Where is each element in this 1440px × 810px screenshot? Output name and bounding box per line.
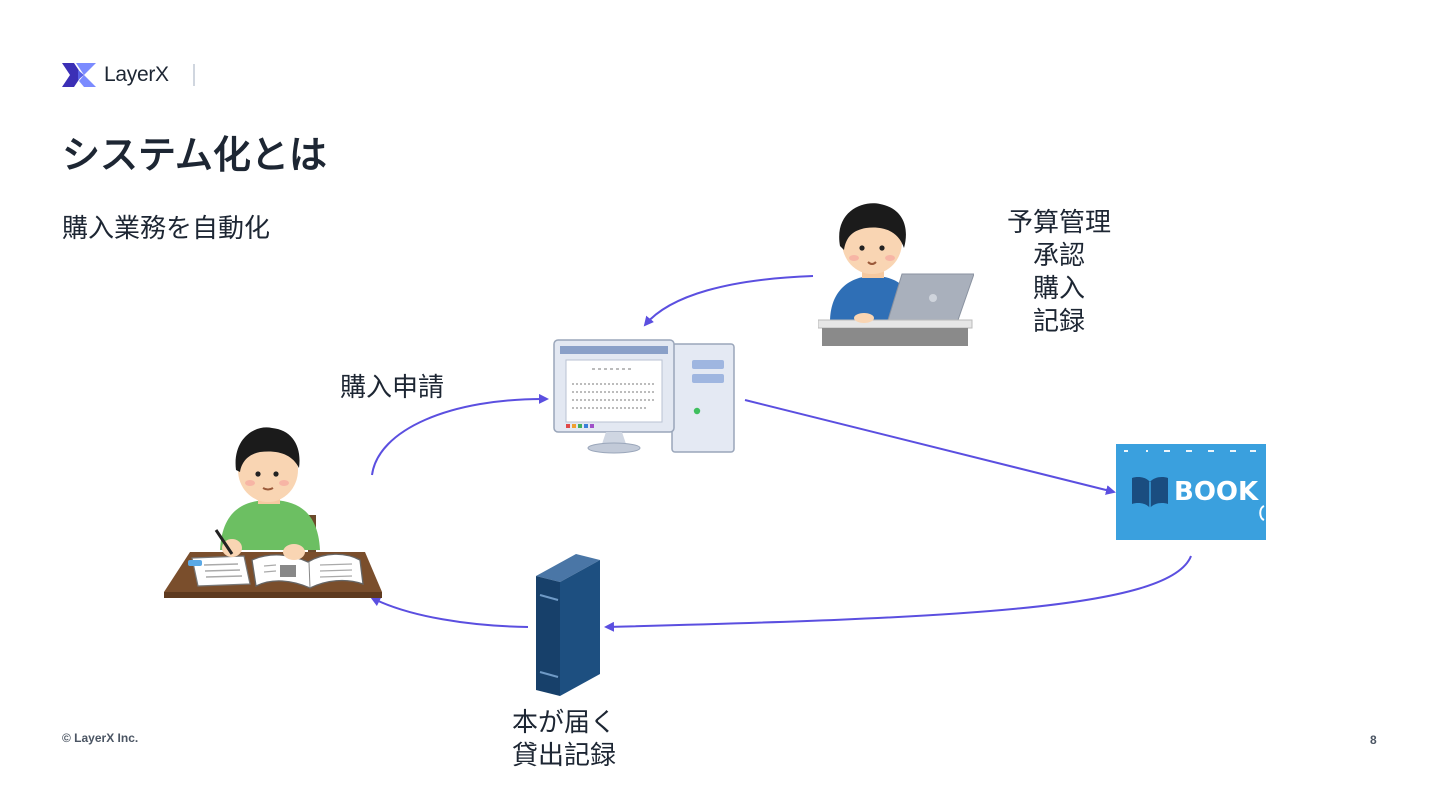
page-title: システム化とは [62,133,327,177]
page-subtitle: 購入業務を自動化 [62,214,271,244]
brand-header: LayerX [62,60,195,90]
layerx-logo-icon [62,63,96,87]
arrow-book-to-student [370,597,529,628]
admin-task-line: 承認 [1032,241,1085,271]
book-store-icon: BOOK [1116,444,1266,540]
student-reading-icon [164,427,382,598]
admin-tasks-label: 予算管理 承認 購入 記録 [1000,207,1118,339]
delivery-line: 本が届く [512,708,617,738]
footer-copyright: © LayerX Inc. [62,731,139,745]
request-label: 購入申請 [340,373,445,403]
brand-name: LayerX [104,63,169,86]
book-store-sign-text: BOOK [1174,477,1259,507]
arrow-student-to-computer [371,393,549,476]
arrow-admin-to-computer [643,275,814,327]
admin-task-line: 記録 [1032,307,1085,337]
admin-task-line: 予算管理 [1006,208,1111,238]
delivery-line: 貸出記録 [512,741,617,771]
arrow-store-to-book [604,555,1192,632]
admin-task-line: 購入 [1032,274,1085,304]
book-icon [536,554,600,696]
admin-laptop-icon [818,203,974,346]
brand-divider [192,64,195,86]
delivery-label: 本が届く 貸出記録 [512,707,616,773]
footer-page-number: 8 [1370,733,1377,747]
arrow-computer-to-store [744,399,1116,495]
computer-icon [553,339,735,454]
